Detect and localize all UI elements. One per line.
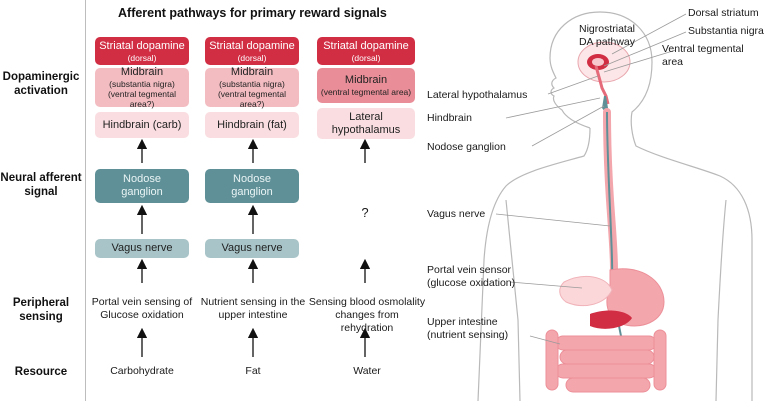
hindbrain-box: Hindbrain (carb) — [95, 112, 189, 138]
diagram-title: Afferent pathways for primary reward sig… — [118, 6, 387, 20]
box-sublabel: (ventral tegmental area) — [320, 87, 412, 97]
sensing-text: Sensing blood osmolality changes from re… — [308, 296, 426, 334]
box-label: Lateral hypothalamus — [331, 110, 401, 136]
striatal-dopamine-box: Striatal dopamine (dorsal) — [205, 37, 299, 65]
box-label: Hindbrain (carb) — [102, 118, 182, 131]
box-sublabel: (substantia nigra) (ventral tegmental ar… — [217, 79, 287, 109]
brainstem-shape — [594, 65, 610, 105]
intestines-shape — [545, 329, 667, 393]
midbrain-box: Midbrain (ventral tegmental area) — [317, 68, 415, 103]
vagus-nerve-shape — [606, 111, 627, 361]
sensing-text: Portal vein sensing of Glucose oxidation — [91, 296, 193, 321]
box-label: Hindbrain (fat) — [217, 118, 287, 131]
nodose-ganglion-box: Nodose ganglion — [205, 169, 299, 203]
label-nigrostriatal-pathway: Nigrostriatal DA pathway — [578, 23, 636, 48]
label-dorsal-striatum: Dorsal striatum — [688, 7, 759, 19]
label-substantia-nigra: Substantia nigra — [688, 25, 764, 37]
sensing-text: Nutrient sensing in the upper intestine — [200, 296, 306, 321]
row-label-dopaminergic: Dopaminergic activation — [2, 71, 80, 97]
box-label: Nodose ganglion — [231, 173, 273, 198]
vagus-nerve-box: Vagus nerve — [205, 239, 299, 258]
label-portal-vein-sensor: Portal vein sensor (glucose oxidation) — [427, 264, 516, 289]
leader-lines — [495, 13, 687, 345]
human-body-illustration — [477, 11, 753, 401]
stomach-shape — [606, 268, 665, 327]
box-label: Striatal dopamine — [99, 39, 185, 52]
striatal-dopamine-box: Striatal dopamine (dorsal) — [95, 37, 189, 65]
row-label-neural: Neural afferent signal — [0, 172, 82, 198]
box-sublabel: (substantia nigra) (ventral tegmental ar… — [107, 79, 177, 109]
box-label: Midbrain — [344, 74, 388, 86]
striatum-inner-shape — [592, 58, 604, 66]
label-hindbrain: Hindbrain — [427, 112, 472, 124]
vagus-nerve-box: Vagus nerve — [95, 239, 189, 258]
midbrain-box: Midbrain (substantia nigra) (ventral teg… — [205, 66, 299, 109]
liver-shape — [559, 275, 613, 306]
box-label: Midbrain — [120, 66, 164, 78]
box-label: Vagus nerve — [111, 242, 173, 254]
striatal-dopamine-box: Striatal dopamine (dorsal) — [317, 37, 415, 65]
divider-line — [85, 0, 86, 401]
label-ventral-tegmental-area: Ventral tegmental area — [662, 43, 744, 68]
box-label: Nodose ganglion — [121, 173, 163, 198]
label-nodose-ganglion: Nodose ganglion — [427, 141, 506, 153]
label-lateral-hypothalamus: Lateral hypothalamus — [427, 89, 528, 101]
resource-text: Fat — [245, 365, 261, 377]
box-label: Midbrain — [230, 66, 274, 78]
nodose-marker-shape — [602, 96, 608, 112]
box-label: Striatal dopamine — [209, 39, 295, 52]
row-label-peripheral: Peripheral sensing — [12, 297, 70, 323]
box-sublabel: (dorsal) — [351, 52, 381, 63]
resource-text: Water — [353, 365, 381, 377]
label-vagus-nerve: Vagus nerve — [427, 208, 486, 220]
midbrain-box: Midbrain (substantia nigra) (ventral teg… — [95, 66, 189, 109]
label-upper-intestine: Upper intestine (nutrient sensing) — [427, 316, 509, 341]
row-label-resource: Resource — [14, 366, 68, 378]
box-sublabel: (dorsal) — [127, 52, 157, 63]
box-label: Vagus nerve — [221, 242, 283, 254]
nodose-ganglion-box: Nodose ganglion — [95, 169, 189, 203]
resource-text: Carbohydrate — [110, 365, 174, 377]
box-sublabel: (dorsal) — [237, 52, 267, 63]
hindbrain-box: Hindbrain (fat) — [205, 112, 299, 138]
box-label: Striatal dopamine — [323, 39, 409, 52]
pancreas-shape — [590, 310, 632, 329]
unknown-signal-mark: ? — [361, 205, 369, 220]
lateral-hypothalamus-box: Lateral hypothalamus — [317, 108, 415, 139]
